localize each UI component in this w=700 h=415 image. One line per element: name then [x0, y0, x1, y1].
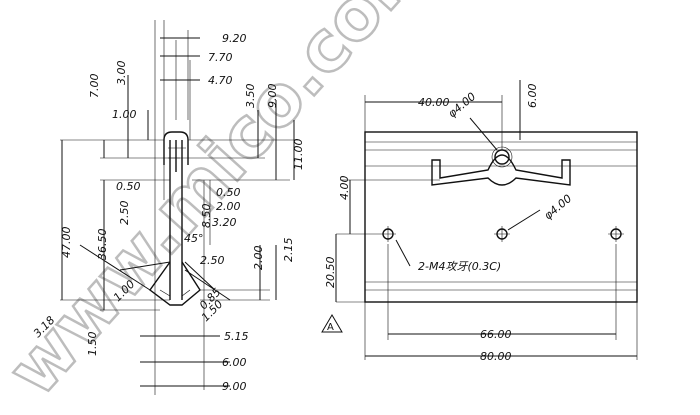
right-dim-lines: [257, 100, 295, 300]
datum-label: A: [327, 322, 334, 333]
note-tap: 2-M4攻牙(0.3C): [418, 260, 501, 273]
dim-2-00-mid: 2.00: [216, 200, 241, 213]
dim-6-00: 6.00: [222, 356, 247, 369]
front-extension-v: [364, 95, 638, 360]
dim-8-50: 8.50: [200, 204, 213, 229]
dim-45-deg: 45°: [184, 232, 204, 245]
watermark: www.mico.com.tw: [0, 0, 533, 413]
dim-1-50-left: 1.50: [86, 332, 99, 357]
front-leader-lines: [395, 117, 541, 267]
dim-2-50-left: 2.50: [118, 201, 131, 226]
dim-36-50: 36.50: [96, 229, 109, 261]
dim-40-00: 40.00: [418, 96, 450, 109]
dim-9-00-bottom: 9.00: [222, 380, 247, 393]
dim-3-50: 3.50: [244, 84, 257, 109]
dim-2-00-right: 2.00: [252, 246, 265, 271]
top-dim-lines: [160, 37, 200, 81]
dim-2-15: 2.15: [282, 238, 295, 263]
hook-detail: [159, 289, 191, 297]
rail-outline: [364, 131, 638, 303]
dim-9-00-top: 9.00: [266, 84, 279, 109]
dim-3-20: 3.20: [212, 216, 237, 229]
dim-phi-4-00-right: φ4.00: [542, 192, 575, 222]
dim-2-50-mid: 2.50: [200, 254, 225, 267]
front-vertical-dims: [335, 80, 521, 302]
extension-lines-h: [60, 139, 300, 311]
hole-centerlines: [380, 226, 624, 242]
dim-5-15: 5.15: [224, 330, 249, 343]
dim-3-00: 3.00: [115, 61, 128, 86]
dim-66-00: 66.00: [480, 328, 512, 341]
rail-body: [169, 140, 183, 300]
dim-0-50-left: 0.50: [116, 180, 141, 193]
dim-11-00: 11.00: [292, 139, 305, 171]
front-horizontal-dims: [365, 101, 637, 357]
front-clip: [431, 154, 571, 186]
dim-7-00: 7.00: [88, 74, 101, 99]
dim-6-00-front: 6.00: [526, 84, 539, 109]
dim-9-20: 9.20: [222, 32, 247, 45]
front-view: A 40.00 φ4.00 6.00 φ4.00 4.00 20.50 2-M4…: [321, 80, 638, 363]
front-extension-h: [336, 179, 440, 303]
dim-1-00-top: 1.00: [112, 108, 137, 121]
watermark-text: www.mico.com.tw: [0, 0, 533, 413]
dim-80-00: 80.00: [480, 350, 512, 363]
dim-phi-4-00-top: φ4.00: [446, 90, 479, 120]
dim-20-50: 20.50: [324, 257, 337, 289]
top-clip: [163, 131, 189, 172]
bottom-dim-lines: [140, 335, 230, 387]
dim-4-00: 4.00: [338, 176, 351, 201]
dim-47-00: 47.00: [60, 227, 73, 259]
dim-7-70: 7.70: [208, 51, 233, 64]
left-dim-lines: [61, 75, 149, 310]
dim-4-70: 4.70: [208, 74, 233, 87]
dim-0-50-right: 0.50: [216, 186, 241, 199]
bottom-hook: [149, 261, 201, 306]
angled-dim-lines: [79, 244, 231, 301]
datum-triangle: [321, 314, 343, 333]
